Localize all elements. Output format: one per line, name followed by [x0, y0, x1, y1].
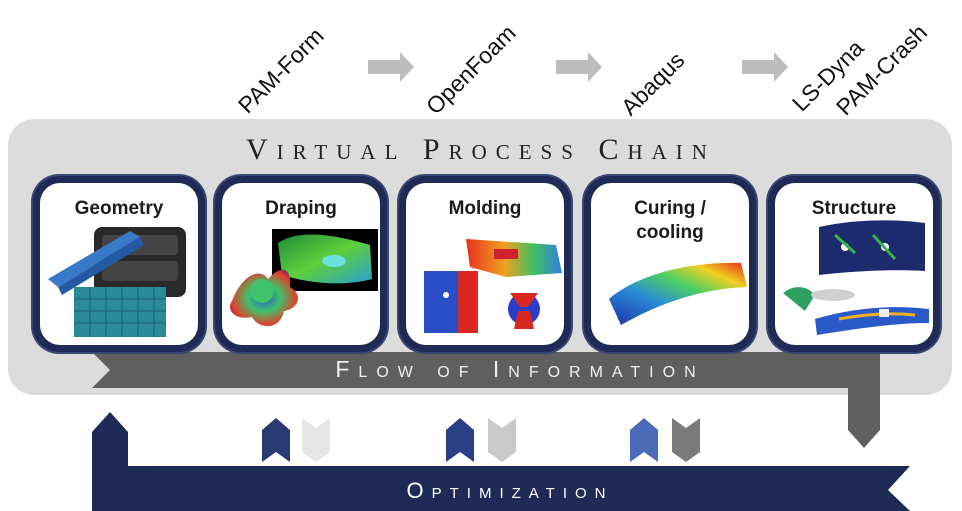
flow-of-information-label: Flow of Information [335, 356, 705, 382]
tool-arrow-1 [368, 52, 414, 82]
structure-image [783, 220, 929, 335]
chevrons-1 [262, 418, 330, 462]
step-card-geometry: Geometry [33, 176, 205, 352]
molding-image [424, 239, 562, 333]
tool-arrows [368, 52, 788, 82]
step-label-draping: Draping [265, 198, 337, 219]
step-label-curing-cooling: Curing / cooling [634, 198, 706, 243]
step-card-draping: Draping [215, 176, 387, 352]
process-chain-title: Virtual Process Chain [246, 133, 716, 166]
optimization-label: Optimization [406, 478, 614, 503]
geometry-image [48, 227, 186, 337]
chevrons-3 [630, 418, 700, 462]
step-label-geometry: Geometry [74, 198, 164, 219]
tool-arrow-2 [556, 52, 602, 82]
optimization-bar [92, 412, 910, 511]
step-label-molding: Molding [448, 198, 522, 219]
step-card-molding: Molding [399, 176, 571, 352]
flow-bar [92, 352, 880, 448]
draping-image [230, 229, 378, 327]
step-label-structure: Structure [811, 198, 897, 219]
step-card-curing-cooling: Curing / cooling [584, 176, 756, 352]
tool-arrow-3 [742, 52, 788, 82]
chevrons-2 [446, 418, 516, 462]
curing-image [609, 262, 747, 325]
step-card-structure: Structure [768, 176, 940, 352]
